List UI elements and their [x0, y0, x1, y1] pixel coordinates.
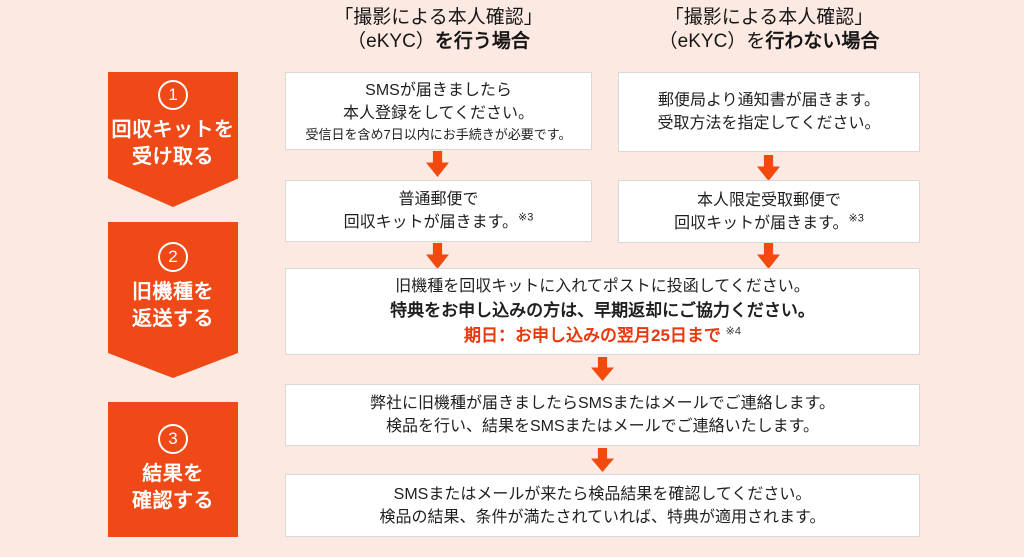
footnote-ref: ※3	[518, 211, 534, 224]
header-line2: （eKYC）を行わない場合	[658, 31, 880, 52]
header-line1: 「撮影による本人確認」	[334, 7, 543, 28]
step-badge-2: 2 旧機種を 返送する	[108, 222, 238, 378]
step-label: 旧機種を	[132, 281, 214, 303]
step-label: 受け取る	[132, 146, 214, 168]
box-line: 受取方法を指定してください。	[657, 115, 881, 132]
box-arrival-contact: 弊社に旧機種が届きましたらSMSまたはメールでご連絡します。 検品を行い、結果を…	[285, 384, 920, 446]
column-header-ekyc-no: 「撮影による本人確認」 （eKYC）を行わない場合	[618, 6, 920, 54]
arrow-down-icon	[591, 448, 614, 472]
box-line: 回収キットが届きます。※3	[674, 212, 864, 232]
header-line1: 「撮影による本人確認」	[664, 7, 874, 28]
step-label: 返送する	[132, 308, 214, 330]
header-line2: （eKYC）を行う場合	[347, 31, 530, 52]
arrow-down-icon	[757, 155, 780, 181]
step-label: 確認する	[132, 490, 214, 512]
arrow-down-icon	[591, 357, 614, 381]
box-ekyc-sms: SMSが届きましたら 本人登録をしてください。 受信日を含め7日以内にお手続きが…	[285, 72, 592, 150]
step-label: 結果を	[142, 463, 204, 485]
box-check-result: SMSまたはメールが来たら検品結果を確認してください。 検品の結果、条件が満たさ…	[285, 474, 920, 537]
step-badge-1: 1 回収キットを 受け取る	[108, 72, 238, 207]
step-badge-3: 3 結果を 確認する	[108, 402, 238, 537]
box-line: 本人登録をしてください。	[342, 104, 535, 122]
footnote-ref: ※4	[725, 325, 741, 338]
box-note: 受信日を含め7日以内にお手続きが必要です。	[305, 126, 572, 142]
box-line-bold: 特典をお申し込みの方は、早期返却にご協力ください。	[390, 301, 815, 320]
box-line: 弊社に旧機種が届きましたらSMSまたはメールでご連絡します。	[369, 395, 836, 412]
box-post-notice: 郵便局より通知書が届きます。 受取方法を指定してください。	[618, 72, 920, 152]
box-line: 検品を行い、結果をSMSまたはメールでご連絡いたします。	[385, 418, 820, 435]
box-line: 旧機種を回収キットに入れてポストに投函してください。	[395, 278, 810, 295]
step-number-circle: 1	[158, 80, 188, 110]
box-return-kit: 旧機種を回収キットに入れてポストに投函してください。 特典をお申し込みの方は、早…	[285, 268, 920, 355]
box-post-kit: 本人限定受取郵便で 回収キットが届きます。※3	[618, 180, 920, 243]
box-line: 普通郵便で	[398, 191, 479, 208]
box-line: 検品の結果、条件が満たされていれば、特典が適用されます。	[379, 508, 826, 526]
box-line: SMSまたはメールが来たら検品結果を確認してください。	[393, 485, 812, 503]
arrow-down-icon	[757, 243, 780, 269]
box-line: 郵便局より通知書が届きます。	[657, 92, 881, 109]
step-label: 回収キットを	[111, 119, 235, 141]
deadline-line: 期日：お申し込みの翌月25日まで ※4	[464, 325, 741, 345]
box-ekyc-kit: 普通郵便で 回収キットが届きます。※3	[285, 180, 592, 242]
box-line: SMSが届きましたら	[365, 81, 512, 99]
column-header-ekyc-yes: 「撮影による本人確認」 （eKYC）を行う場合	[285, 6, 592, 54]
arrow-down-icon	[426, 243, 449, 269]
footnote-ref: ※3	[848, 212, 864, 225]
step-number-circle: 3	[158, 424, 188, 454]
box-line: 回収キットが届きます。※3	[343, 211, 534, 231]
step-number-circle: 2	[158, 242, 188, 272]
box-line: 本人限定受取郵便で	[696, 191, 841, 209]
arrow-down-icon	[426, 151, 449, 177]
